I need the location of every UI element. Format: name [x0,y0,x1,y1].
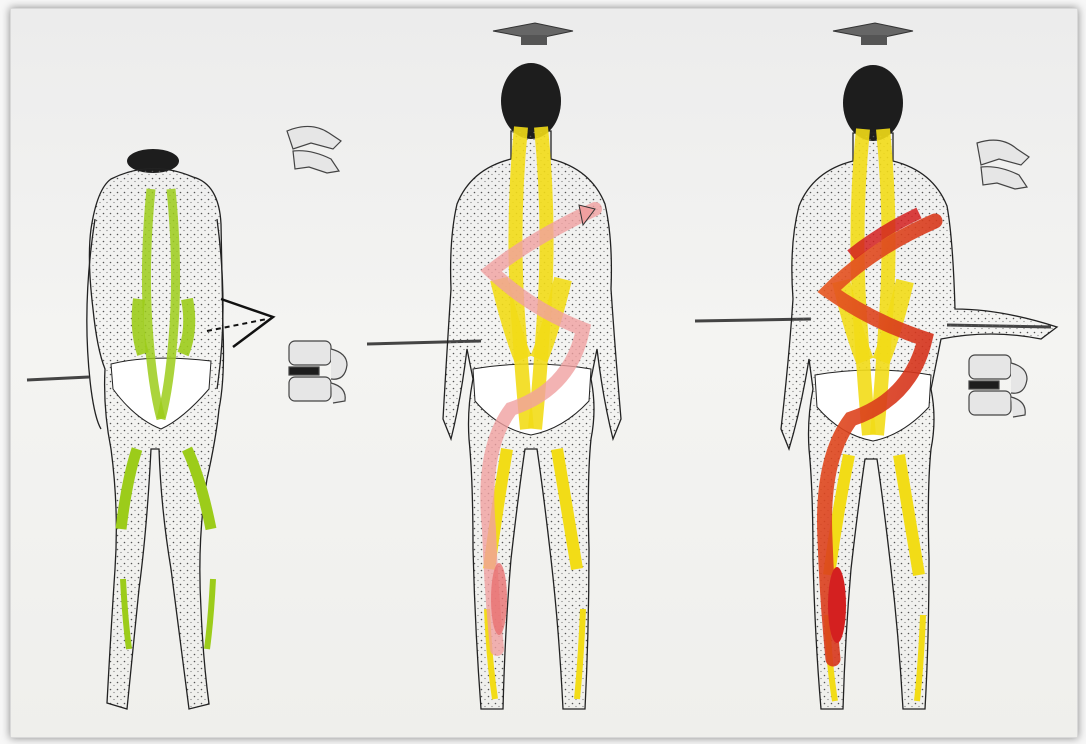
vertebra-icon [969,355,1027,417]
illustration-frame [10,8,1078,738]
graduation-cap-icon [493,23,573,45]
graduation-cap-icon [833,23,913,45]
head [843,65,903,141]
figure-upright-spiral-dark [695,23,1057,709]
rod-icon [27,377,89,380]
anatomy-illustration [11,9,1077,737]
vertebra-icon [977,140,1029,189]
vertebra-icon [287,126,341,173]
body [89,168,223,709]
vertebra-icon [289,341,347,403]
figure-upright-spiral-light [367,23,621,709]
figure-flexed-forward [27,126,347,709]
head [501,63,561,139]
